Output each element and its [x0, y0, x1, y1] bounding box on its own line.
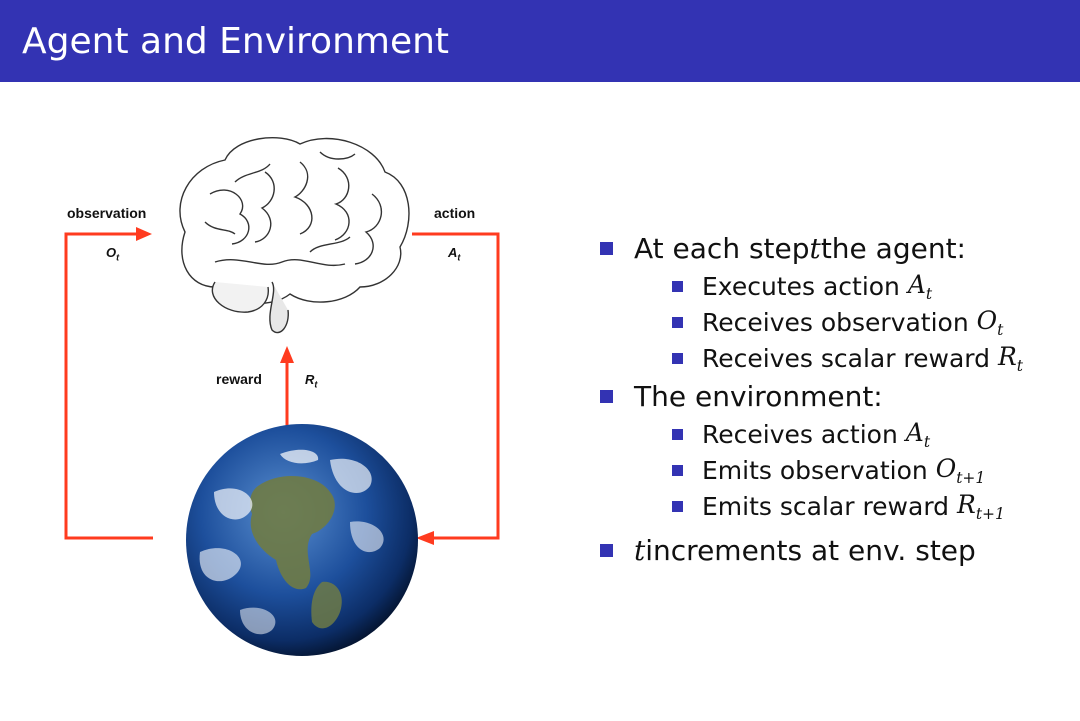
loop-diagram-svg [64, 137, 500, 656]
bullet-square-icon [672, 500, 683, 512]
bullet-square-icon [672, 428, 683, 440]
title-bar: Agent and Environment [0, 0, 1080, 82]
agent-environment-diagram: observation Ot action At reward Rt [0, 82, 560, 702]
observation-label: observation [67, 205, 147, 221]
bullet-receives-observation: Receives observation Ot [600, 304, 1070, 340]
bullet-square-icon [672, 280, 683, 292]
bullet-t-increments: t increments at env. step [600, 530, 1070, 570]
bullet-env-receives-action: Receives action At [600, 416, 1070, 452]
bullet-environment: The environment: [600, 376, 1070, 416]
bullet-square-icon [672, 316, 683, 328]
action-arrowhead [416, 531, 434, 545]
bullet-emits-reward: Emits scalar reward Rt+1 [600, 488, 1070, 524]
observation-arrowhead [136, 227, 152, 241]
reward-label: reward [216, 371, 262, 387]
earth-globe [186, 424, 418, 656]
observation-arrow [64, 232, 153, 540]
brain-illustration [179, 137, 410, 334]
reward-arrowhead [280, 346, 294, 363]
bullet-square-icon [600, 543, 613, 557]
action-symbol: At [448, 245, 461, 263]
action-label: action [434, 205, 476, 221]
bullet-square-icon [600, 241, 613, 255]
bullet-square-icon [672, 352, 683, 364]
bullet-list: At each step t the agent: Executes actio… [600, 228, 1070, 570]
slide-title: Agent and Environment [22, 21, 450, 62]
bullet-square-icon [600, 389, 613, 403]
bullet-agent-step: At each step t the agent: [600, 228, 1070, 268]
observation-symbol: Ot [106, 245, 120, 263]
reward-symbol: Rt [305, 372, 318, 390]
action-arrow [412, 232, 500, 540]
bullet-receives-reward: Receives scalar reward Rt [600, 340, 1070, 376]
bullet-square-icon [672, 464, 683, 476]
bullet-executes-action: Executes action At [600, 268, 1070, 304]
bullet-emits-observation: Emits observation Ot+1 [600, 452, 1070, 488]
